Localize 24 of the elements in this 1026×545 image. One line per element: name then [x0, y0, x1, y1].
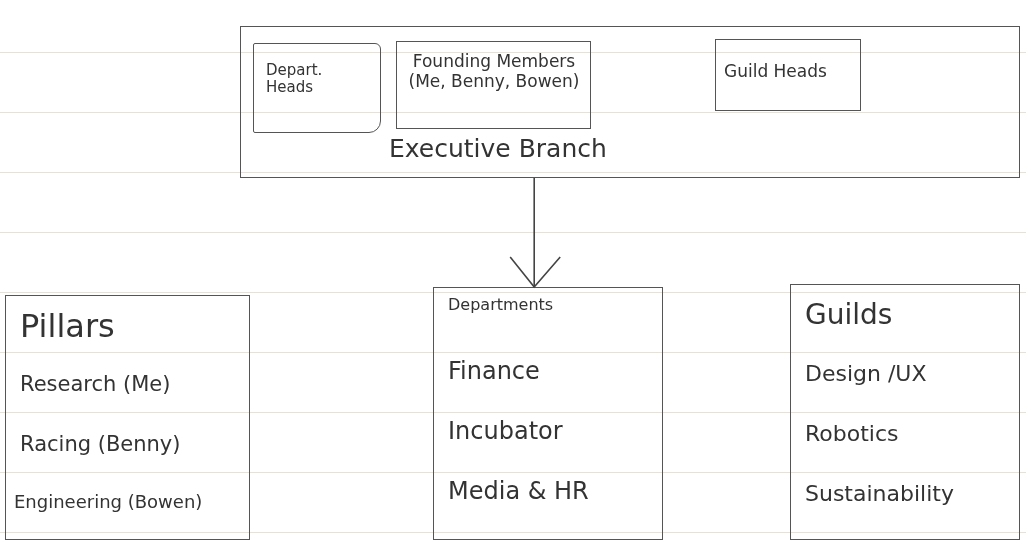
list-item: Engineering (Bowen) — [14, 492, 203, 513]
box-label: Guild Heads — [724, 62, 827, 82]
list-item: Finance — [448, 358, 540, 386]
arrow — [509, 177, 561, 288]
list-item: Sustainability — [805, 481, 954, 507]
column-heading: Guilds — [805, 299, 893, 332]
member-box — [396, 41, 591, 129]
list-item: Design /UX — [805, 361, 927, 387]
list-item: Incubator — [448, 418, 563, 446]
list-item: Robotics — [805, 421, 899, 447]
group-box — [433, 287, 663, 540]
group-box — [790, 284, 1020, 540]
column-heading: Departments — [448, 296, 554, 315]
column-heading: Pillars — [20, 308, 115, 345]
list-item: Racing (Benny) — [20, 432, 181, 457]
member-box — [253, 43, 381, 133]
group-box — [5, 295, 250, 540]
branch-title: Executive Branch — [389, 135, 607, 164]
group-box — [240, 26, 1020, 178]
member-box — [715, 39, 861, 111]
box-label: Depart. Heads — [266, 62, 324, 97]
box-label: Founding Members (Me, Benny, Bowen) — [407, 52, 581, 92]
list-item: Media & HR — [448, 478, 589, 506]
list-item: Research (Me) — [20, 372, 171, 397]
